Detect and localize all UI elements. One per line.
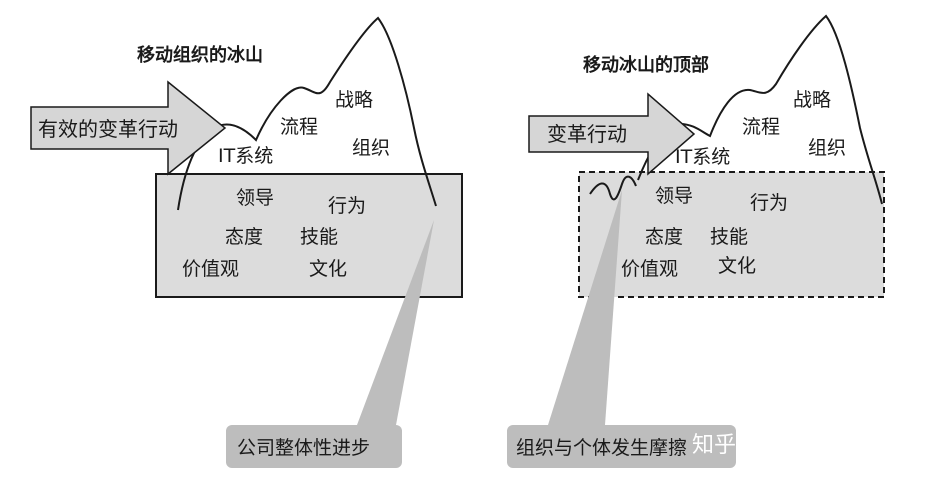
left-arrow-label: 有效的变革行动 bbox=[38, 117, 178, 141]
right-label-leadership: 领导 bbox=[655, 185, 693, 207]
right-callout-text: 组织与个体发生摩擦 bbox=[516, 437, 687, 459]
left-label-attitude: 态度 bbox=[225, 226, 263, 248]
left-panel: 移动组织的冰山 有效的变革行动 IT系统 流程 战略 组织 领导 行为 态度 技… bbox=[30, 16, 463, 468]
left-submerged-box bbox=[155, 173, 463, 298]
left-label-it: IT系统 bbox=[218, 145, 273, 167]
left-label-strategy: 战略 bbox=[335, 89, 373, 111]
right-callout-box bbox=[507, 425, 736, 468]
right-title: 移动冰山的顶部 bbox=[583, 54, 709, 76]
right-callout-pointer bbox=[548, 190, 622, 425]
right-label-values: 价值观 bbox=[621, 258, 678, 280]
right-label-culture: 文化 bbox=[718, 255, 756, 277]
left-label-skills: 技能 bbox=[300, 226, 338, 248]
left-label-leadership: 领导 bbox=[236, 187, 274, 209]
watermark: 知乎 @CHO Club bbox=[692, 433, 871, 458]
right-label-behavior: 行为 bbox=[750, 192, 788, 214]
right-label-it: IT系统 bbox=[675, 146, 730, 168]
right-label-organization: 组织 bbox=[808, 137, 846, 159]
right-arrow-label: 变革行动 bbox=[547, 122, 627, 146]
right-label-process: 流程 bbox=[742, 116, 780, 138]
left-label-process: 流程 bbox=[280, 116, 318, 138]
right-label-strategy: 战略 bbox=[793, 89, 831, 111]
left-label-values: 价值观 bbox=[182, 258, 239, 280]
left-label-organization: 组织 bbox=[352, 137, 390, 159]
left-callout-pointer bbox=[357, 220, 434, 425]
right-submerged-box bbox=[578, 171, 885, 298]
left-callout-box bbox=[226, 425, 402, 468]
left-label-culture: 文化 bbox=[309, 258, 347, 280]
right-change-arrow bbox=[528, 92, 696, 176]
right-label-skills: 技能 bbox=[710, 226, 748, 248]
left-callout-text: 公司整体性进步 bbox=[237, 437, 370, 459]
left-title: 移动组织的冰山 bbox=[137, 44, 263, 66]
right-iceberg-outline bbox=[637, 14, 883, 205]
left-change-arrow bbox=[30, 80, 227, 176]
right-panel: 移动冰山的顶部 变革行动 IT系统 流程 战略 组织 领导 行为 态度 技能 价… bbox=[507, 14, 885, 468]
left-label-behavior: 行为 bbox=[328, 195, 366, 217]
right-friction-squiggle bbox=[589, 175, 637, 201]
right-label-attitude: 态度 bbox=[645, 226, 683, 248]
